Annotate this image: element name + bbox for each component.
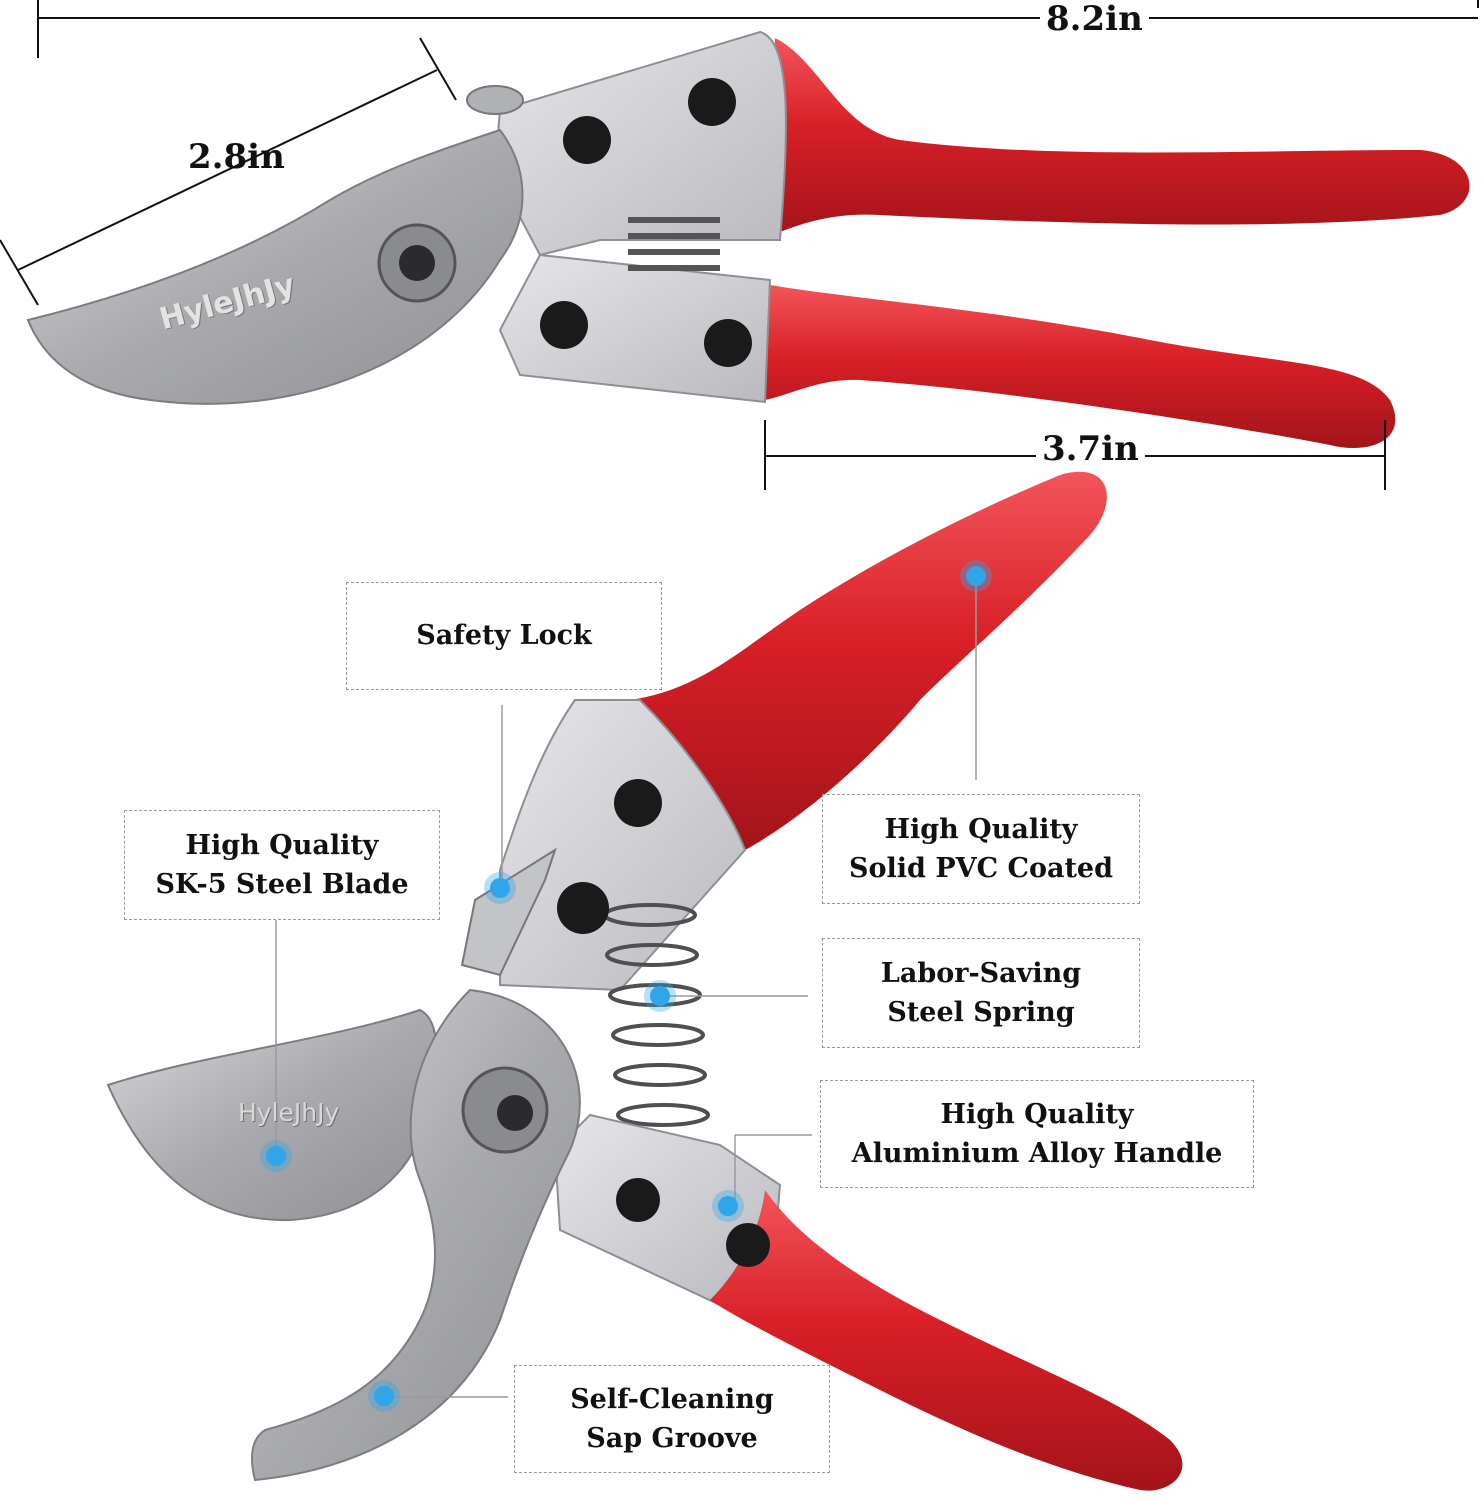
handle-length-label: 3.7in	[1036, 432, 1145, 466]
blade-length-line	[17, 69, 438, 271]
dot-sap-groove	[374, 1386, 394, 1406]
dot-sk5-blade	[266, 1146, 286, 1166]
top-screw-2	[563, 116, 611, 164]
callout-sk5-blade-line2: SK-5 Steel Blade	[155, 869, 409, 900]
callout-pvc-coated-line1: High Quality	[884, 813, 1078, 845]
bottom-safety-lock	[460, 847, 557, 977]
callout-alloy-handle-line1: High Quality	[940, 1098, 1134, 1130]
bottom-screw-1	[614, 779, 662, 827]
dot-alloy-handle	[718, 1196, 738, 1216]
callout-steel-spring-line2: Steel Spring	[887, 997, 1075, 1028]
dot-safety-lock	[490, 878, 510, 898]
callout-sk5-blade: High Quality SK-5 Steel Blade	[124, 810, 440, 920]
callout-sap-groove: Self-Cleaning Sap Groove	[514, 1365, 830, 1473]
bottom-screw-3	[616, 1178, 660, 1222]
dot-pvc-handle	[966, 566, 986, 586]
bottom-screw-2	[557, 882, 609, 934]
blade-length-label: 2.8in	[188, 137, 285, 177]
callout-leaders	[275, 582, 977, 1398]
dot-steel-spring	[650, 986, 670, 1006]
callout-steel-spring: Labor-Saving Steel Spring	[822, 938, 1140, 1048]
callout-steel-spring-line1: Labor-Saving	[880, 957, 1082, 989]
callout-sk5-blade-line1: High Quality	[185, 829, 379, 861]
top-pruner	[26, 30, 1470, 448]
top-upper-red-handle	[770, 38, 1470, 235]
callout-sap-groove-line2: Sap Groove	[586, 1423, 758, 1454]
top-safety-lock	[466, 85, 524, 115]
callout-safety-lock: Safety Lock	[346, 582, 662, 690]
top-lower-metal-body	[498, 253, 772, 404]
callout-sap-groove-line1: Self-Cleaning	[570, 1383, 774, 1415]
top-pivot-center	[399, 245, 435, 281]
top-screw-4	[704, 319, 752, 367]
callout-pvc-coated-line2: Solid PVC Coated	[849, 853, 1113, 884]
overall-length-label: 8.2in	[1040, 2, 1149, 36]
bottom-lower-red-handle	[710, 1190, 1183, 1491]
top-spring	[628, 217, 720, 271]
bottom-pruner	[106, 471, 1183, 1491]
callout-alloy-handle-line2: Aluminium Alloy Handle	[851, 1138, 1223, 1169]
bottom-brand-engraving: HyleJhJy	[238, 1098, 340, 1127]
top-lower-red-handle	[765, 285, 1396, 448]
callout-safety-lock-line1: Safety Lock	[416, 620, 592, 652]
bottom-screw-4	[726, 1223, 770, 1267]
top-blade	[26, 128, 524, 405]
top-screw-1	[688, 78, 736, 126]
bottom-upper-red-handle	[630, 471, 1107, 850]
callout-pvc-coated: High Quality Solid PVC Coated	[822, 794, 1140, 904]
callout-alloy-handle: High Quality Aluminium Alloy Handle	[820, 1080, 1254, 1188]
top-screw-3	[540, 301, 588, 349]
bottom-pivot-center	[497, 1095, 533, 1131]
